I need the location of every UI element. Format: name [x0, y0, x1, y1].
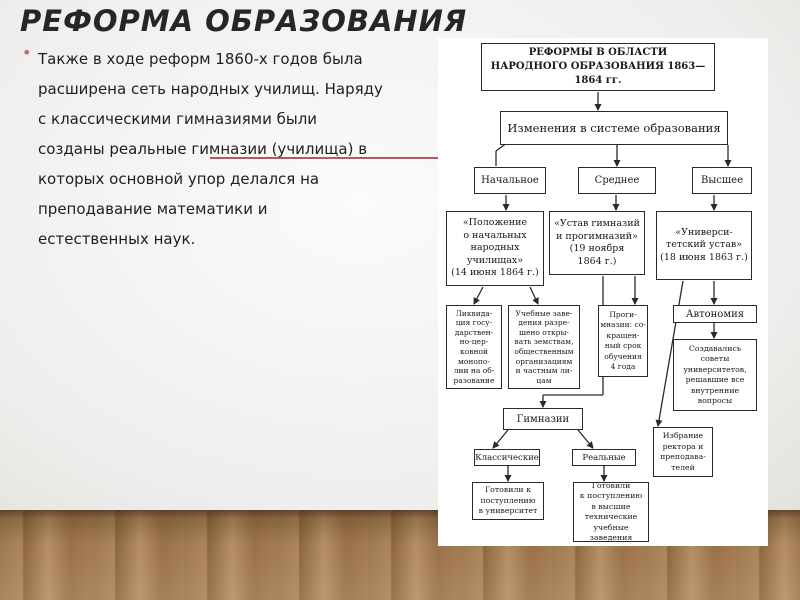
autonomy-label: Автономия: [685, 308, 745, 320]
bullet-mark: •: [22, 43, 32, 62]
law-primary-label: «Положение о начальных народных училищах…: [451, 217, 539, 279]
outcome-real-label: Готовили к поступлению в высшие техничес…: [579, 480, 643, 543]
progymnasia-box: Проги- мназии: со- кращен- ный срок обуч…: [598, 305, 648, 377]
type-classical-label: Классические: [475, 452, 539, 463]
election-box: Избрание ректора и преподава- телей: [653, 427, 713, 477]
level-primary-box: Начальное: [474, 167, 546, 194]
law-secondary-box: «Устав гимназий и прогимназий» (19 ноябр…: [549, 211, 645, 275]
election-label: Избрание ректора и преподава- телей: [660, 431, 706, 472]
type-classical-box: Классические: [474, 449, 540, 466]
councils-box: Создавались советы университетов, решавш…: [673, 339, 757, 411]
progymnasia-label: Проги- мназии: со- кращен- ный срок обуч…: [600, 309, 646, 372]
bullet-text: Также в ходе реформ 1860-х годов была ра…: [38, 50, 383, 248]
level-higher-label: Высшее: [700, 175, 744, 186]
outcome-classical-box: Готовили к поступлению в университет: [472, 482, 544, 520]
gymnasia-box: Гимназии: [503, 408, 583, 430]
arrow-gymnasia-classical: [492, 429, 509, 449]
type-real-box: Реальные: [572, 449, 636, 466]
law-higher-box: «Универси- тетский устав» (18 июня 1863 …: [656, 211, 752, 280]
arrow-law-liquidation: [473, 286, 484, 305]
reform-diagram: РЕФОРМЫ В ОБЛАСТИ НАРОДНОГО ОБРАЗОВАНИЯ …: [438, 38, 768, 546]
liquidation-label: Ликвида- ция госу- дарствен- но-цер- ков…: [453, 308, 495, 385]
changes-label: Изменения в системе образования: [507, 121, 721, 135]
level-higher-box: Высшее: [692, 167, 752, 194]
diagram-title: РЕФОРМЫ В ОБЛАСТИ НАРОДНОГО ОБРАЗОВАНИЯ …: [490, 47, 706, 86]
arrow-law-institutions: [529, 286, 539, 305]
law-higher-label: «Универси- тетский устав» (18 июня 1863 …: [660, 226, 748, 263]
level-primary-label: Начальное: [481, 175, 539, 186]
type-real-label: Реальные: [582, 452, 626, 463]
slide-title: РЕФОРМА ОБРАЗОВАНИЯ: [20, 4, 468, 38]
outcome-real-box: Готовили к поступлению в высшие техничес…: [573, 480, 649, 543]
autonomy-box: Автономия: [673, 305, 757, 323]
gymnasia-label: Гимназии: [516, 413, 570, 425]
arrow-gymnasia-real: [577, 429, 594, 449]
level-secondary-box: Среднее: [578, 167, 656, 194]
outcome-classical-label: Готовили к поступлению в университет: [478, 485, 538, 516]
institutions-label: Учебные заве- дения разре- шено откры- в…: [514, 308, 574, 385]
accent-line: [210, 157, 438, 159]
changes-box: Изменения в системе образования: [500, 111, 728, 145]
liquidation-box: Ликвида- ция госу- дарствен- но-цер- ков…: [446, 305, 502, 389]
law-primary-box: «Положение о начальных народных училищах…: [446, 211, 544, 286]
diagram-title-box: РЕФОРМЫ В ОБЛАСТИ НАРОДНОГО ОБРАЗОВАНИЯ …: [481, 43, 715, 91]
law-secondary-label: «Устав гимназий и прогимназий» (19 ноябр…: [554, 218, 640, 267]
institutions-box: Учебные заве- дения разре- шено откры- в…: [508, 305, 580, 389]
level-secondary-label: Среднее: [594, 175, 640, 186]
councils-label: Создавались советы университетов, решавш…: [683, 343, 747, 406]
